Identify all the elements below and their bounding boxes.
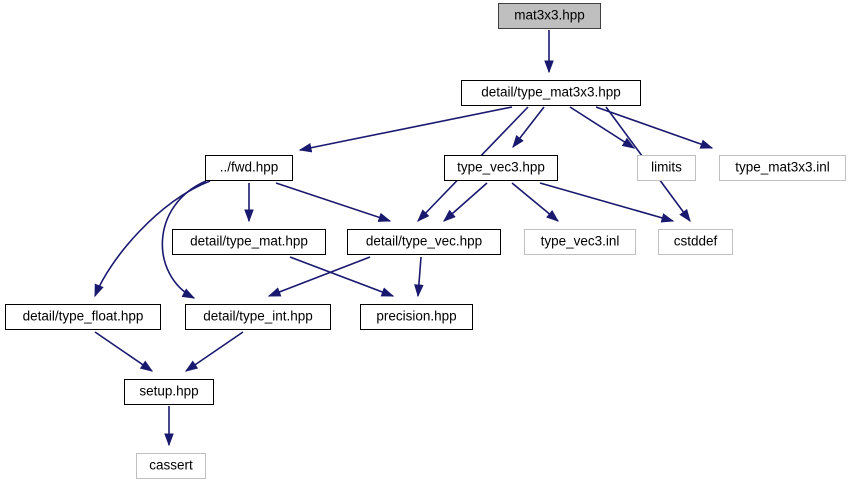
node-type_mat3x3[interactable]: detail/type_mat3x3.hpp <box>461 80 641 106</box>
node-label: detail/type_vec.hpp <box>365 233 483 249</box>
node-label: type_vec3.hpp <box>457 159 545 175</box>
node-fwd[interactable]: ../fwd.hpp <box>205 155 293 181</box>
node-type_vec3[interactable]: type_vec3.hpp <box>444 155 558 181</box>
edge-type_vec3-to-vec3_inl <box>511 182 559 222</box>
edge-type_vec3-to-cstddef <box>539 182 675 223</box>
node-label: precision.hpp <box>376 308 457 324</box>
node-setup[interactable]: setup.hpp <box>124 379 214 405</box>
node-mat3x3_inl[interactable]: type_mat3x3.inl <box>719 155 846 181</box>
node-label: detail/type_mat.hpp <box>190 233 308 249</box>
node-label: limits <box>651 159 682 175</box>
edge-type_vec-to-type_int <box>267 256 371 297</box>
node-label: mat3x3.hpp <box>514 7 585 23</box>
node-cstddef[interactable]: cstddef <box>658 229 733 255</box>
edge-type_vec3-to-type_vec <box>443 182 488 222</box>
node-mat3x3[interactable]: mat3x3.hpp <box>498 3 601 29</box>
node-type_vec[interactable]: detail/type_vec.hpp <box>347 229 501 255</box>
node-label: cstddef <box>673 233 718 249</box>
edge-type_float-to-setup <box>94 331 154 372</box>
edge-type_mat3x3-to-fwd <box>298 106 513 153</box>
node-type_int[interactable]: detail/type_int.hpp <box>185 304 331 330</box>
edge-type_mat3x3-to-limits <box>569 106 636 149</box>
node-limits[interactable]: limits <box>637 155 696 181</box>
edge-type_mat3x3-to-type_vec3 <box>512 106 545 149</box>
node-label: detail/type_float.hpp <box>22 308 144 324</box>
node-label: setup.hpp <box>139 383 199 399</box>
node-vec3_inl[interactable]: type_vec3.inl <box>524 229 636 255</box>
edge-type_vec-to-precision <box>414 256 424 298</box>
node-type_mat[interactable]: detail/type_mat.hpp <box>172 229 326 255</box>
node-label: type_vec3.inl <box>540 233 620 249</box>
node-label: type_mat3x3.inl <box>735 159 830 175</box>
edge-type_int-to-setup <box>184 331 244 372</box>
edge-fwd-to-type_vec <box>275 182 392 222</box>
node-label: ../fwd.hpp <box>219 159 279 175</box>
edge-type_mat-to-precision <box>289 256 395 297</box>
node-precision[interactable]: precision.hpp <box>360 304 473 330</box>
node-label: cassert <box>149 457 193 473</box>
node-type_float[interactable]: detail/type_float.hpp <box>5 304 161 330</box>
node-label: detail/type_mat3x3.hpp <box>481 84 621 100</box>
node-label: detail/type_int.hpp <box>203 308 313 324</box>
node-cassert[interactable]: cassert <box>136 453 206 479</box>
edge-type_mat3x3-to-mat3x3_inl <box>595 106 714 149</box>
